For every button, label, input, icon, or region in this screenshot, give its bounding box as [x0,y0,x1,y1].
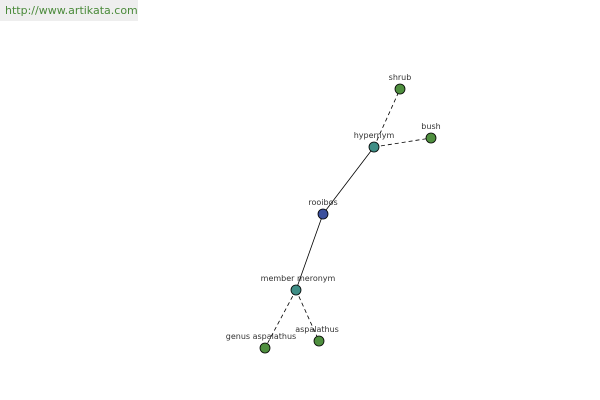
nodes-layer: rooibos hypernym shrub bush member meronym ge… [226,73,441,354]
node-circle-shrub[interactable] [394,83,406,95]
node-circle-aspalathus[interactable] [313,335,325,347]
node-rooibos[interactable]: rooibos [308,198,338,220]
edge-hypernym-to-shrub [373,88,401,148]
node-circle-rooibos[interactable] [317,208,329,220]
node-circle-member-meronym[interactable] [290,284,302,296]
watermark-url[interactable]: http://www.artikata.com [0,0,138,21]
node-label-member-meronym: member meronym [261,274,336,283]
node-shrub[interactable]: shrub [389,73,412,95]
node-label-shrub: shrub [389,73,412,82]
node-label-genus-aspalathus: genus aspalathus [226,332,296,341]
edge-member-meronym-to-aspalathus [295,289,320,342]
node-label-aspalathus: aspalathus [295,325,339,334]
node-label-hypernym: hypernym [354,131,395,140]
node-circle-hypernym[interactable] [368,141,380,153]
node-circle-genus-aspalathus[interactable] [259,342,271,354]
node-member-meronym[interactable]: member meronym [261,274,336,296]
node-label-bush: bush [421,122,440,131]
edge-member-meronym-to-genus-aspalathus [264,289,297,349]
node-hypernym[interactable]: hypernym [354,131,395,153]
node-circle-bush[interactable] [425,132,437,144]
edge-rooibos-to-hypernym [322,146,375,215]
edges-layer [264,88,432,349]
edge-rooibos-to-member-meronym [295,213,324,291]
node-label-rooibos: rooibos [308,198,337,207]
node-genus-aspalathus[interactable]: genus aspalathus [226,332,296,354]
node-bush[interactable]: bush [421,122,441,144]
edge-hypernym-to-bush [373,137,432,148]
node-aspalathus[interactable]: aspalathus [295,325,339,347]
